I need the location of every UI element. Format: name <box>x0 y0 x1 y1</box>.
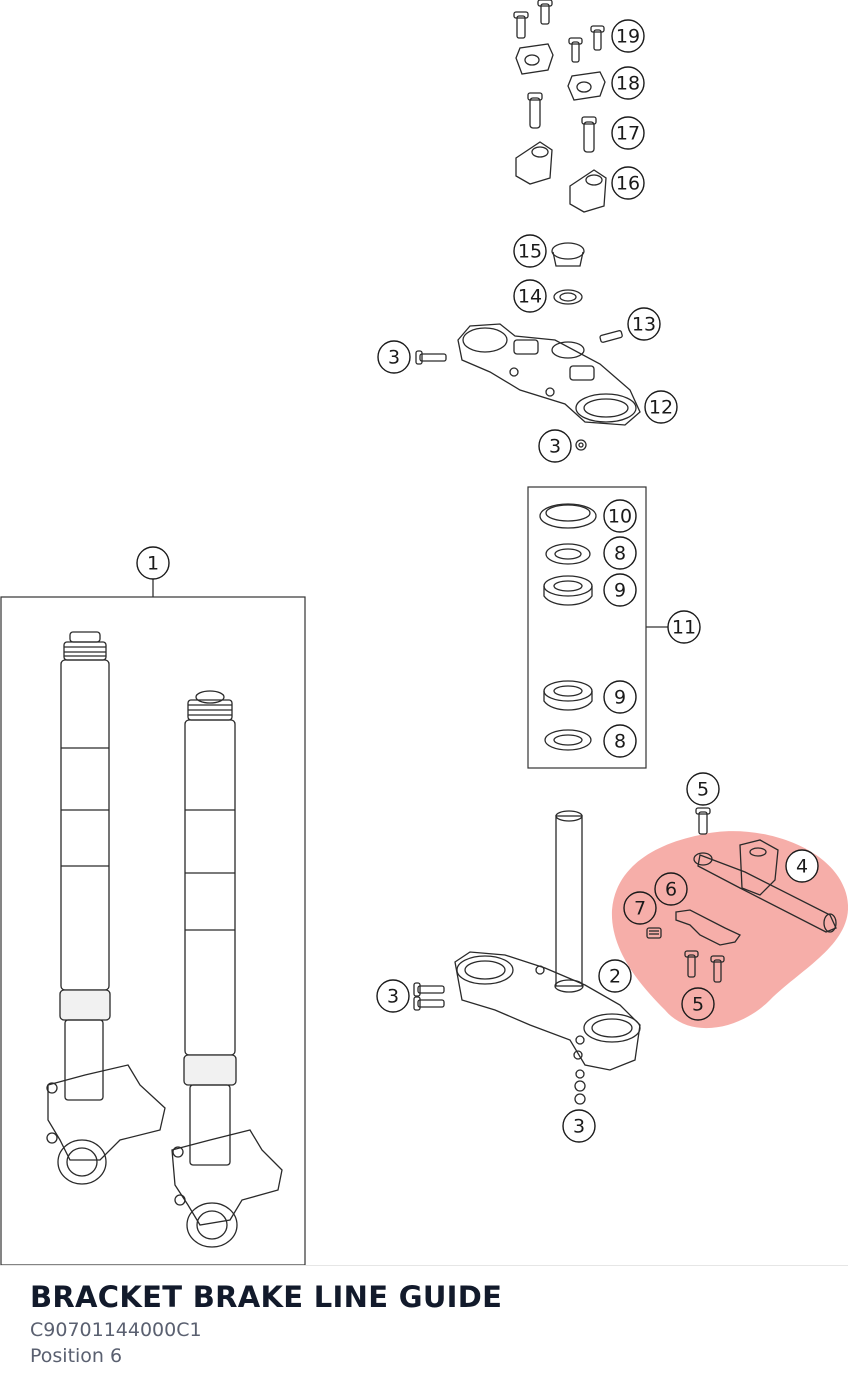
lower-triple-clamp <box>413 810 641 1105</box>
callout-label: 8 <box>614 543 626 565</box>
callout-label: 19 <box>616 26 640 48</box>
callout-17: 17 <box>611 116 645 150</box>
callout-label: 3 <box>388 347 400 369</box>
callout-label: 2 <box>609 966 621 988</box>
bearings <box>539 503 597 751</box>
callout-8: 8 <box>603 724 637 758</box>
callout-label: 1 <box>147 553 159 575</box>
upper-triple-clamp <box>415 323 641 451</box>
callout-14: 14 <box>513 279 547 313</box>
callout-3: 3 <box>376 979 410 1013</box>
callout-3: 3 <box>377 340 411 374</box>
callout-11: 11 <box>667 610 701 644</box>
callout-label: 18 <box>616 73 640 95</box>
callout-label: 9 <box>614 687 626 709</box>
callout-16: 16 <box>611 166 645 200</box>
part-position: Position 6 <box>30 1345 123 1367</box>
callout-9: 9 <box>603 573 637 607</box>
callout-13: 13 <box>627 307 661 341</box>
callout-19: 19 <box>611 19 645 53</box>
callout-label: 14 <box>518 286 542 308</box>
callout-label: 3 <box>549 436 561 458</box>
part-number: C90701144000C1 <box>30 1319 202 1341</box>
callout-label: 13 <box>632 314 656 336</box>
callout-18: 18 <box>611 66 645 100</box>
callout-label: 5 <box>697 779 709 801</box>
callout-label: 3 <box>573 1116 585 1138</box>
fork-leg-left <box>46 631 166 1185</box>
callout-4: 4 <box>785 849 819 883</box>
handlebar-clamps-group <box>513 0 607 213</box>
callout-6: 6 <box>654 872 688 906</box>
callout-label: 16 <box>616 173 640 195</box>
callout-1: 1 <box>136 546 170 580</box>
callout-label: 3 <box>387 986 399 1008</box>
part-title: BRACKET BRAKE LINE GUIDE <box>30 1280 503 1314</box>
callout-12: 12 <box>644 390 678 424</box>
callout-10: 10 <box>603 499 637 533</box>
callout-9: 9 <box>603 680 637 714</box>
callout-label: 9 <box>614 580 626 602</box>
callout-label: 8 <box>614 731 626 753</box>
callout-5: 5 <box>686 772 720 806</box>
callout-label: 4 <box>796 856 808 878</box>
callout-15: 15 <box>513 234 547 268</box>
callout-label: 5 <box>692 994 704 1016</box>
callout-5: 5 <box>681 987 715 1021</box>
part-info-panel: BRACKET BRAKE LINE GUIDE C90701144000C1 … <box>0 1265 848 1390</box>
callout-label: 6 <box>665 879 677 901</box>
callout-label: 11 <box>672 617 696 639</box>
callout-label: 17 <box>616 123 640 145</box>
callout-3: 3 <box>562 1109 596 1143</box>
callout-3: 3 <box>538 429 572 463</box>
callout-2: 2 <box>598 959 632 993</box>
callout-label: 15 <box>518 241 542 263</box>
callout-label: 12 <box>649 397 673 419</box>
fork-leg-right <box>171 690 283 1248</box>
fork-group-box <box>0 596 306 1265</box>
callout-label: 10 <box>608 506 632 528</box>
callout-7: 7 <box>623 891 657 925</box>
cap-and-washer <box>551 242 585 305</box>
brake-line-bracket-assembly <box>646 807 837 983</box>
callout-label: 7 <box>634 898 646 920</box>
exploded-parts-diagram: 1 2 3 3 3 3 4 5 5 6 7 8 8 9 9 10 11 12 1… <box>0 0 848 1265</box>
callout-8: 8 <box>603 536 637 570</box>
